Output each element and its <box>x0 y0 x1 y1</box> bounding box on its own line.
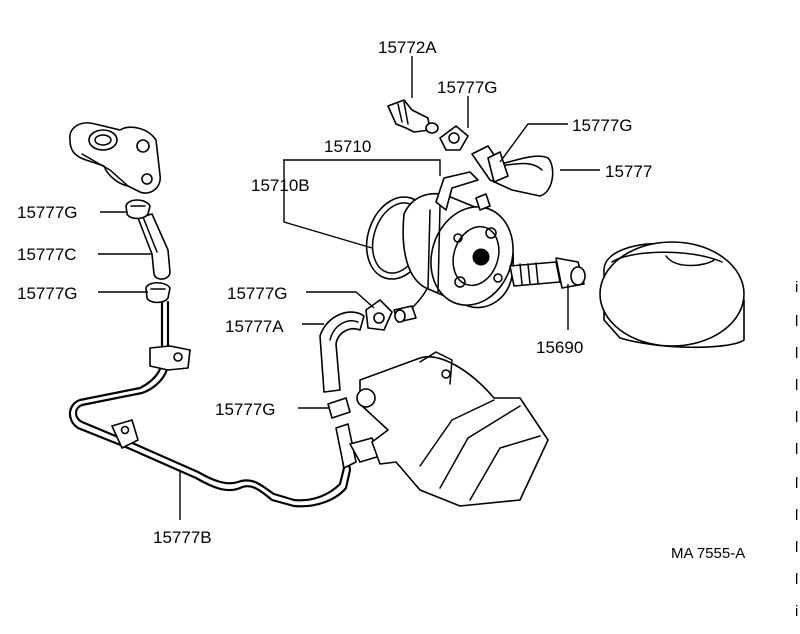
clip-left-top <box>125 199 151 220</box>
tube-15777b <box>68 300 381 508</box>
part-labels: 15772A 15777G 15777G 15777 15710 15710B … <box>17 38 745 562</box>
edge-char: i <box>795 603 798 620</box>
water-outlet-housing <box>69 122 161 194</box>
label-15777c: 15777C <box>17 245 77 264</box>
pipe-nipple <box>393 285 429 323</box>
engine-block-lower <box>356 351 549 507</box>
label-15690: 15690 <box>536 338 583 357</box>
clip-top <box>439 125 469 151</box>
label-15777g-right: 15777G <box>572 116 633 135</box>
oil-cooler-15710 <box>365 171 514 309</box>
label-15710b: 15710B <box>251 176 310 195</box>
label-15777g-lower: 15777G <box>215 400 276 419</box>
union-bolt-15690 <box>509 257 586 289</box>
hose-15777 <box>471 145 554 197</box>
leader-lines <box>98 56 600 520</box>
edge-char: l <box>795 539 798 556</box>
clip-left-mid <box>145 281 171 304</box>
label-15777b: 15777B <box>153 528 212 547</box>
edge-char: l <box>795 313 798 330</box>
label-15777g-left-top: 15777G <box>17 203 78 222</box>
edge-char: l <box>795 377 798 394</box>
label-15777g-left-mid: 15777G <box>17 284 78 303</box>
label-15777: 15777 <box>605 162 652 181</box>
edge-char: l <box>795 571 798 588</box>
label-15710: 15710 <box>324 137 371 156</box>
edge-char: l <box>795 475 798 492</box>
oil-filter <box>599 241 745 349</box>
label-15777g-center: 15777G <box>227 284 288 303</box>
edge-char: i <box>795 279 798 296</box>
edge-char: l <box>795 345 798 362</box>
hose-15777a <box>319 311 365 393</box>
hose-15777c <box>137 213 171 280</box>
edge-char: l <box>795 507 798 524</box>
sensor-15772a <box>387 99 439 134</box>
label-15772a: 15772A <box>378 38 437 57</box>
edge-char: l <box>795 409 798 426</box>
clip-center <box>365 299 393 331</box>
label-15777a: 15777A <box>225 317 284 336</box>
right-edge-fragments: i l l l l l l l l l i <box>795 279 798 620</box>
reference-code: MA 7555-A <box>671 545 745 562</box>
label-15777g-top: 15777G <box>437 78 498 97</box>
edge-char: l <box>795 441 798 458</box>
